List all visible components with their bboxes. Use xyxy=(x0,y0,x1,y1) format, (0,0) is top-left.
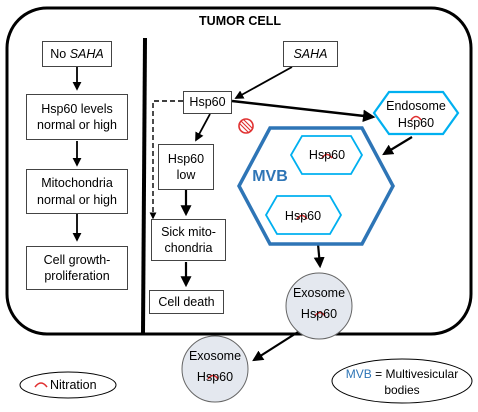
mvb-label: MVB xyxy=(252,168,288,185)
saha-box: SAHA xyxy=(283,41,338,67)
legend-nitration-label: Nitration xyxy=(50,378,97,392)
endosome-protein: Hsp60 xyxy=(397,116,435,130)
exosome-inside-circle xyxy=(285,272,353,340)
hsp60-box: Hsp60 xyxy=(183,91,232,114)
hsp60-low-box: Hsp60 low xyxy=(158,144,214,190)
no-saha-box: No SAHA xyxy=(42,41,112,67)
legend-nitration-ellipse xyxy=(19,371,117,399)
nitration-mark-endosome xyxy=(410,115,422,121)
arrow-hsp60-to-low xyxy=(195,113,211,142)
mvb-inner-label-1: Hsp60 xyxy=(308,148,346,162)
hsp60-levels-box: Hsp60 levels normal or high xyxy=(26,94,128,140)
mitochondria-box: Mitochondria normal or high xyxy=(26,169,128,214)
exosome-outside-title: Exosome xyxy=(188,349,242,363)
nitration-mark-legend xyxy=(34,382,48,388)
legend-mvb-abbr: MVB xyxy=(345,367,372,381)
legend-mvb-text: MVB = Multivesicular bodies xyxy=(336,367,468,398)
inhibition-icon xyxy=(238,118,254,134)
arrow-saha-to-hsp60 xyxy=(234,66,293,99)
tumor-cell-outline xyxy=(5,6,473,336)
nitration-mark-exo-out xyxy=(207,374,219,380)
arrow-mvb-to-exosome xyxy=(313,243,325,269)
arrow-hsp60-to-endosome xyxy=(231,99,376,123)
arrow-dashed-to-sick xyxy=(149,100,183,220)
exosome-inside-title: Exosome xyxy=(292,286,346,300)
nitration-mark-mvb-2 xyxy=(296,214,308,220)
arrow-exosome-release xyxy=(252,331,299,362)
nitration-mark-exo-in xyxy=(314,311,326,317)
no-saha-drug: SAHA xyxy=(69,46,104,61)
exosome-inside-protein: Hsp60 xyxy=(300,307,338,321)
sick-mitochondria-box: Sick mito-chondria xyxy=(151,219,226,261)
arrow-endosome-to-mvb xyxy=(382,136,413,156)
exosome-outside-protein: Hsp60 xyxy=(196,370,234,384)
legend-mvb-ellipse xyxy=(331,358,473,404)
title: TUMOR CELL xyxy=(199,14,281,28)
no-saha-prefix: No xyxy=(50,46,70,61)
nitration-mark-mvb-1 xyxy=(321,153,333,159)
cell-divider xyxy=(141,37,147,334)
legend-mvb-definition: = Multivesicular bodies xyxy=(375,367,459,397)
exosome-outside-circle xyxy=(181,335,249,403)
mvb-inner-label-2: Hsp60 xyxy=(284,209,322,223)
cell-growth-box: Cell growth-proliferation xyxy=(26,246,128,290)
endosome-hexagon xyxy=(372,90,460,136)
endosome-title: Endosome xyxy=(386,99,446,113)
cell-death-box: Cell death xyxy=(149,290,224,314)
